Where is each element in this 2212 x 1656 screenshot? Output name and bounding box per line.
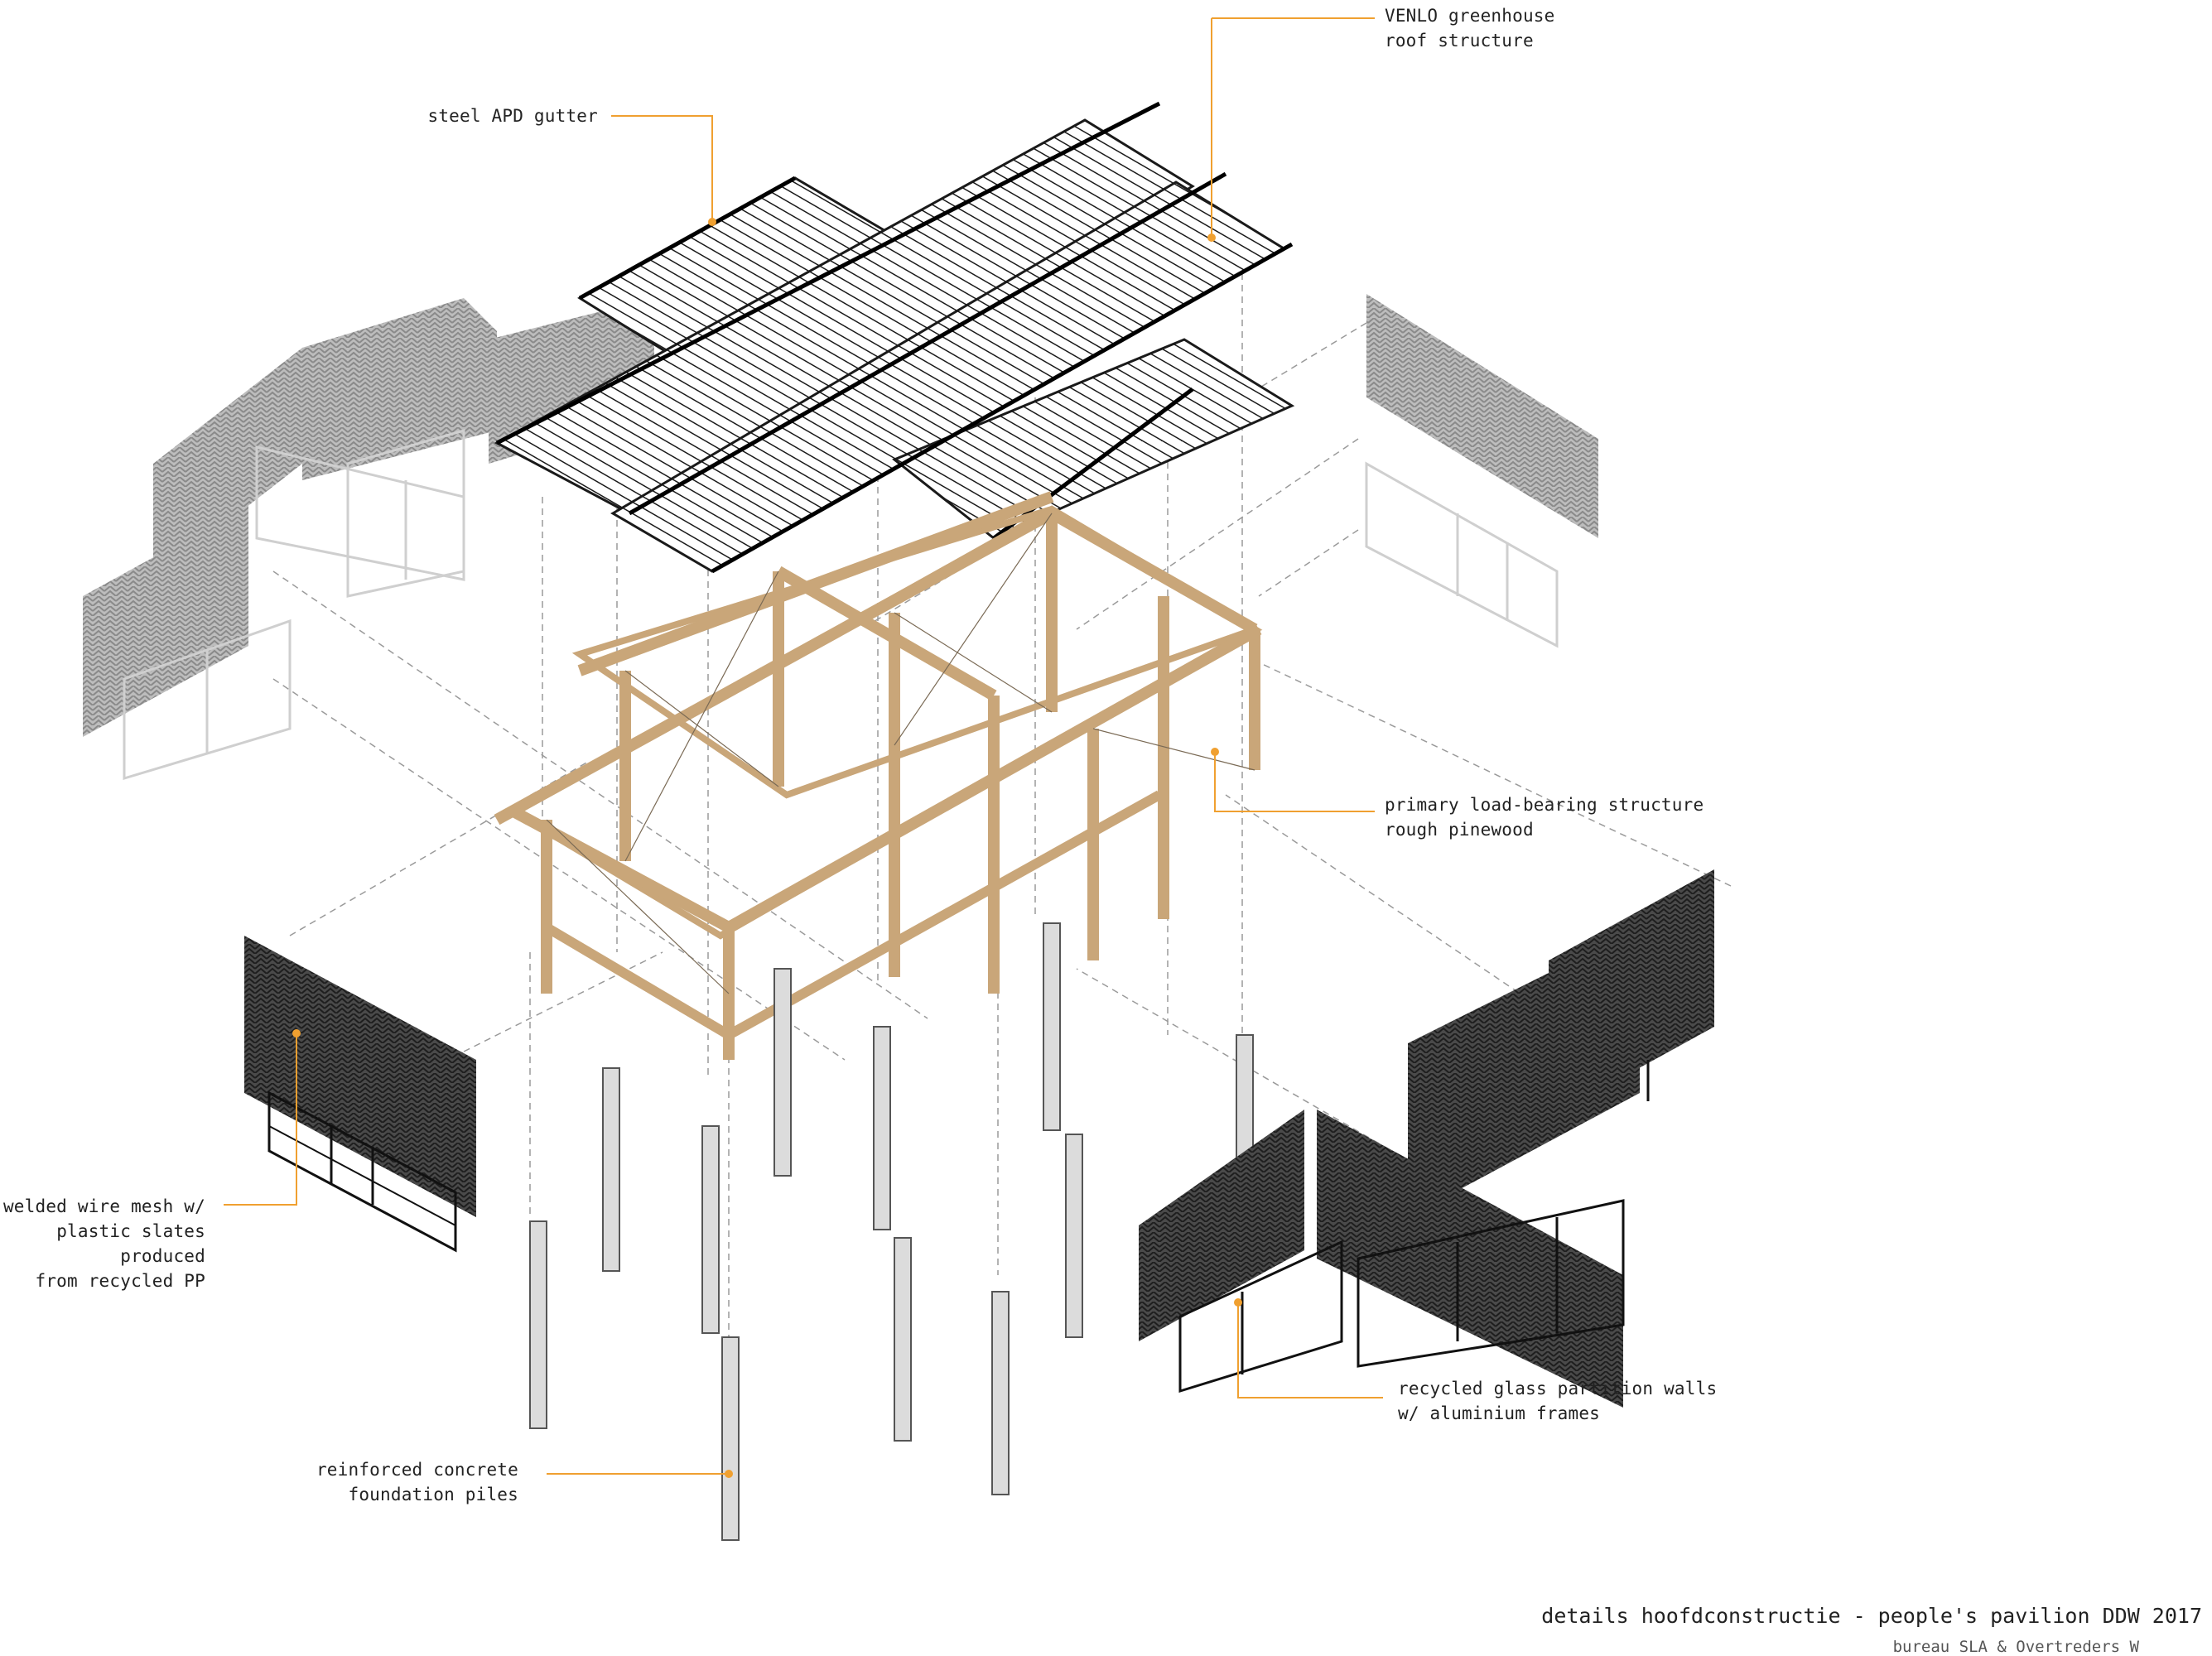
- concrete-foundation-piles: [529, 922, 1254, 1541]
- venlo-greenhouse-roof: [494, 101, 1295, 574]
- lower-left-wall-assembly: [244, 936, 476, 1253]
- venlo-roof-label: VENLO greenhouse roof structure: [1385, 6, 1555, 51]
- drawing-caption-subtitle: bureau SLA & Overtreders W: [1892, 1638, 2139, 1656]
- wire-mesh-label: welded wire mesh w/ plastic slates produ…: [2, 1196, 205, 1291]
- glass-walls-label: recycled glass partition walls w/ alumin…: [1398, 1379, 1718, 1423]
- upper-left-wall-assembly: [83, 298, 654, 781]
- lower-right-wall-assembly: [1139, 869, 1714, 1408]
- timber-frame-structure: [494, 491, 1263, 1060]
- leader-lines: [224, 17, 1383, 1475]
- drawing-caption-title: details hoofdconstructie - people's pavi…: [1541, 1604, 2202, 1628]
- foundation-label: reinforced concrete foundation piles: [316, 1460, 518, 1504]
- leader-dots: [292, 218, 1242, 1478]
- apd-gutter-label: steel APD gutter: [427, 106, 598, 126]
- load-bearing-label: primary load-bearing structure rough pin…: [1385, 795, 1704, 840]
- upper-right-wall-assembly: [1365, 294, 1598, 648]
